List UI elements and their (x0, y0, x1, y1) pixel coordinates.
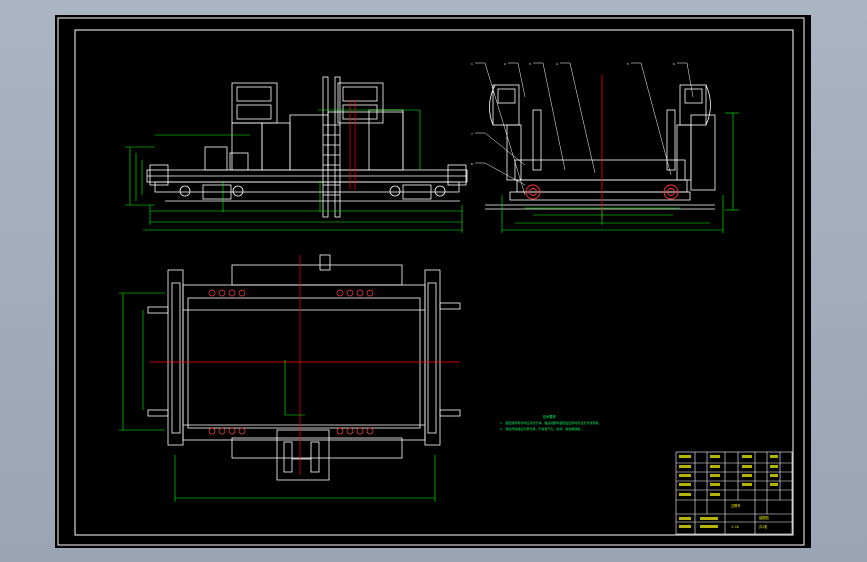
balloon-4: 4 (556, 62, 558, 66)
title-block-text: 过跨车 装配图 1:10 共1张 (731, 503, 769, 529)
notes-line-1: 1. 装配前所有零件应清洗干净，各运动部件装配后应转动灵活无卡滞现象。 (500, 420, 601, 425)
side-view (485, 84, 716, 210)
front-view-dimensions (125, 109, 463, 233)
plan-view-bolt-holes (208, 289, 374, 435)
balloon-1: 1 (471, 62, 473, 66)
balloon-labels: 1 2 3 4 5 6 7 8 (471, 62, 675, 166)
balloon-6: 6 (673, 62, 675, 66)
drawing-name: 过跨车 (731, 503, 741, 508)
title-block-cells (679, 455, 778, 528)
side-view-wheels (525, 184, 679, 200)
notes-line-2: 2. 焊接件焊缝应平整光滑，不得有气孔、夹渣、裂纹等缺陷。 (500, 426, 583, 431)
technical-notes: 技术要求 1. 装配前所有零件应清洗干净，各运动部件装配后应转动灵活无卡滞现象。… (500, 414, 601, 431)
drawing-sheet: 共1张 (759, 524, 768, 529)
plan-view (147, 254, 461, 481)
front-view (146, 76, 468, 218)
cad-viewport[interactable]: 1 2 3 4 5 6 7 8 (55, 15, 811, 548)
notes-heading: 技术要求 (543, 414, 557, 419)
outer-border (57, 17, 805, 546)
balloon-7: 7 (471, 132, 473, 136)
balloon-2: 2 (504, 62, 506, 66)
plan-view-dimensions (119, 292, 436, 502)
front-view-centerlines (349, 100, 356, 190)
drawing-code: 装配图 (759, 515, 769, 520)
balloon-5: 5 (627, 62, 629, 66)
plan-view-centerlines (150, 255, 460, 475)
drawing-sheet: 1 2 3 4 5 6 7 8 (57, 17, 805, 546)
side-view-dimensions (501, 112, 739, 233)
balloon-leaders (475, 62, 694, 196)
balloon-8: 8 (471, 162, 473, 166)
balloon-3: 3 (529, 62, 531, 66)
inner-border (74, 29, 794, 536)
title-block (675, 451, 793, 535)
drawing-scale: 1:10 (731, 525, 739, 529)
